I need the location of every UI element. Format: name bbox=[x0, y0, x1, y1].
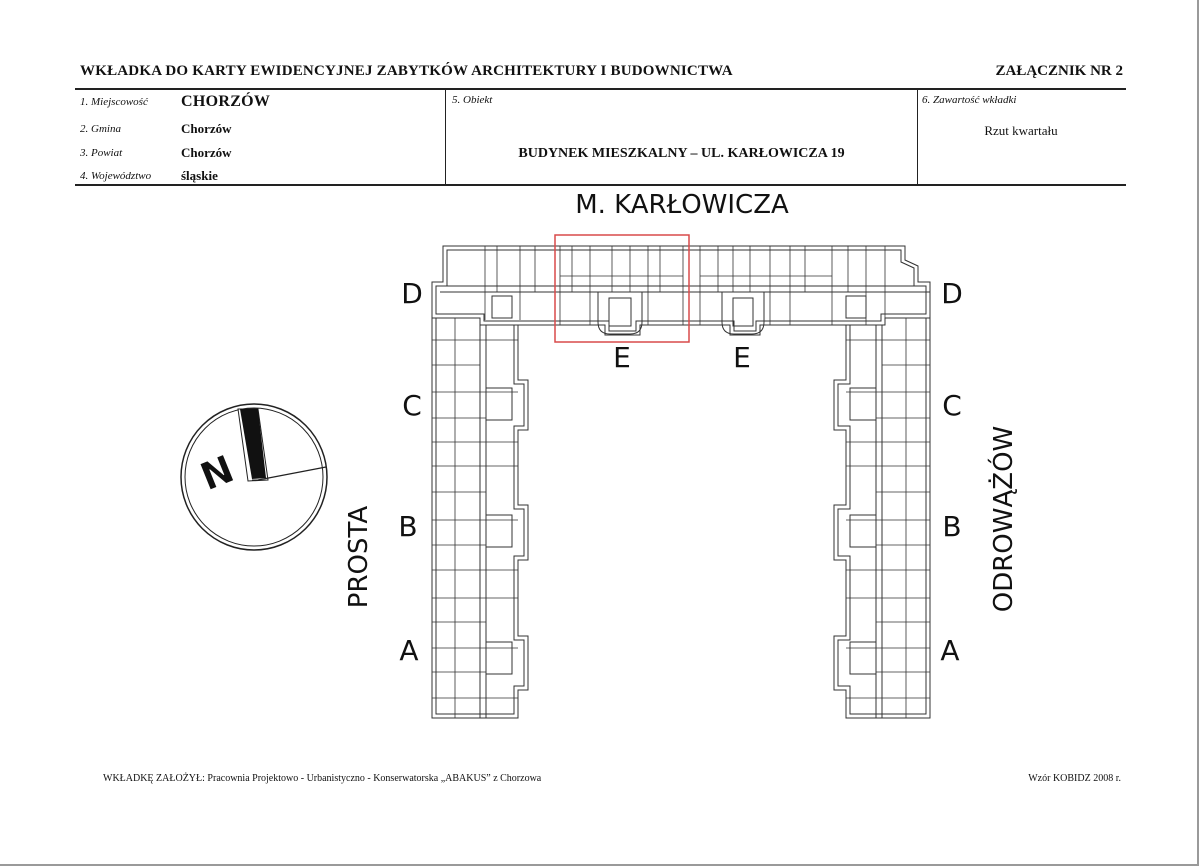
field-label-district: 3. Powiat bbox=[80, 147, 123, 159]
document-title: WKŁADKA DO KARTY EWIDENCYJNEJ ZABYTKÓW A… bbox=[80, 63, 733, 79]
field-value-object: BUDYNEK MIESZKALNY – UL. KARŁOWICZA 19 bbox=[518, 146, 845, 161]
north-letter: N bbox=[194, 447, 240, 500]
section-label-d-left: D bbox=[401, 277, 423, 310]
annex-label: ZAŁĄCZNIK NR 2 bbox=[995, 63, 1123, 79]
footer-template: Wzór KOBIDZ 2008 r. bbox=[1028, 773, 1121, 784]
footer-author-value: Pracownia Projektowo - Urbanistyczno - K… bbox=[207, 773, 542, 784]
field-value-district: Chorzów bbox=[181, 145, 232, 160]
section-label-c-left: C bbox=[402, 389, 422, 422]
north-arrow-icon: N bbox=[180, 403, 328, 551]
section-label-a-right: A bbox=[940, 634, 959, 667]
field-label-voivodeship: 4. Województwo bbox=[80, 170, 152, 182]
footer-author-key: WKŁADKĘ ZAŁOŻYŁ: bbox=[103, 773, 205, 784]
field-value-voivodeship: śląskie bbox=[181, 168, 218, 183]
field-label-content: 6. Zawartość wkładki bbox=[922, 94, 1017, 106]
field-value-content: Rzut kwartału bbox=[984, 123, 1058, 138]
street-name-right: ODROWĄŻÓW bbox=[987, 426, 1019, 613]
section-label-e-left: E bbox=[613, 341, 631, 374]
section-label-a-left: A bbox=[399, 634, 418, 667]
field-value-locality: CHORZÓW bbox=[181, 93, 271, 110]
footer-author: WKŁADKĘ ZAŁOŻYŁ: Pracownia Projektowo - … bbox=[103, 773, 541, 784]
street-name-left: PROSTA bbox=[344, 506, 374, 609]
section-label-d-right: D bbox=[941, 277, 963, 310]
field-label-object: 5. Obiekt bbox=[452, 94, 493, 106]
scan-edge-bottom bbox=[0, 864, 1199, 866]
street-name-top: M. KARŁOWICZA bbox=[575, 190, 789, 220]
field-label-locality: 1. Miejscowość bbox=[80, 96, 148, 108]
field-label-commune: 2. Gmina bbox=[80, 123, 121, 135]
section-label-c-right: C bbox=[942, 389, 962, 422]
building-outline bbox=[431, 245, 931, 719]
location-fields: 1. Miejscowość CHORZÓW 2. Gmina Chorzów … bbox=[75, 90, 445, 184]
highlighted-building bbox=[554, 234, 690, 343]
section-label-e-right: E bbox=[733, 341, 751, 374]
field-value-commune: Chorzów bbox=[181, 121, 232, 136]
section-label-b-right: B bbox=[942, 510, 961, 543]
scan-edge-right bbox=[1197, 0, 1199, 866]
content-field: 6. Zawartość wkładki Rzut kwartału bbox=[916, 90, 1126, 184]
header-table: 1. Miejscowość CHORZÓW 2. Gmina Chorzów … bbox=[75, 88, 1126, 186]
object-field: 5. Obiekt BUDYNEK MIESZKALNY – UL. KARŁO… bbox=[445, 90, 918, 184]
section-label-b-left: B bbox=[398, 510, 417, 543]
